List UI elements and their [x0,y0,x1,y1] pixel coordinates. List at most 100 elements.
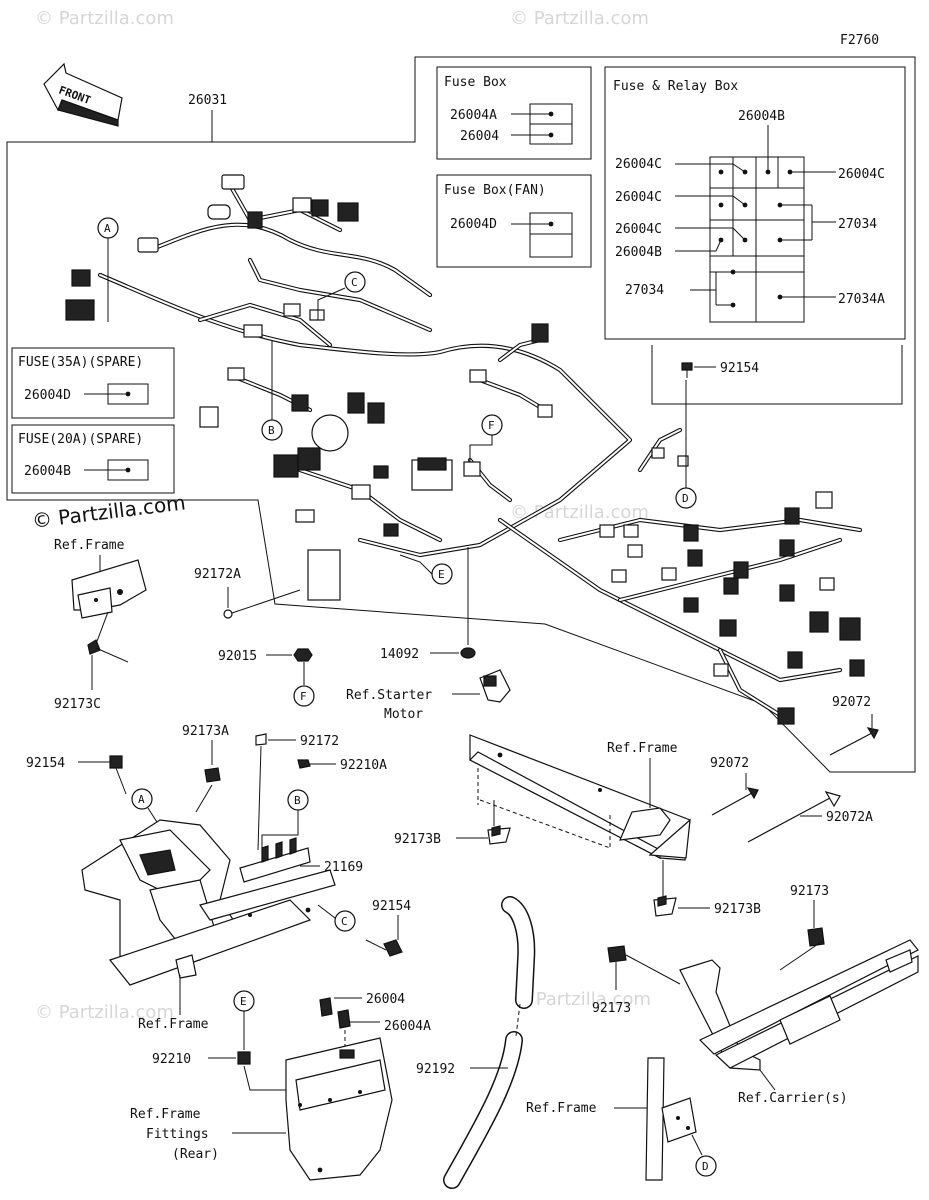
label-92072a: 92072A [826,810,873,825]
ref-frame-bracket-4: Ref.Frame D [526,1057,717,1181]
callout-a-top: A [97,217,119,322]
fr-left-label-1: 26004C [615,157,662,172]
label-92210: 92210 [152,1052,191,1067]
label-ref-frame-4: Ref.Frame [526,1101,597,1116]
hose-92192: 92192 [416,896,536,1189]
callout-b-frame: B [294,794,301,807]
watermark-bottom-left: © Partzilla.com [35,1002,174,1023]
label-26004: 26004 [366,992,405,1007]
label-92173a: 92173A [182,724,229,739]
sub-outline [651,345,903,405]
label-92192: 92192 [416,1062,455,1077]
fuse-box-part-2: 26004 [460,129,499,144]
label-92173-right: 92173 [790,884,829,899]
label-ref-frame-3: Ref.Frame [607,741,678,756]
spare-fuse-20a-panel: FUSE(20A)(SPARE) 26004B [11,424,175,494]
label-26004a: 26004A [384,1019,431,1034]
ref-frame-bracket-1: Ref.Frame 92173C [54,538,147,712]
svg-text:E: E [438,568,445,581]
starter-motor-ref: Ref.Starter Motor [346,669,511,722]
label-92154-mid: 92154 [372,899,411,914]
spare-fuse-35a-panel: FUSE(35A)(SPARE) 26004D [11,347,175,419]
fr-left-label-5: 27034 [625,283,664,298]
label-92172: 92172 [300,734,339,749]
svg-text:B: B [268,424,275,437]
label-92173b-right: 92173B [714,902,761,917]
label-ref-frame-2: Ref.Frame [138,1017,209,1032]
svg-text:C: C [351,276,358,289]
label-92173b-left: 92173B [394,832,441,847]
label-92015: 92015 [218,649,257,664]
fr-right-label-3: 27034A [838,292,885,307]
callout-e-top: E [399,554,453,585]
label-ref-frame-fittings-1: Ref.Frame [130,1107,201,1122]
callout-f-top: F [469,414,503,462]
label-92173c: 92173C [54,697,101,712]
svg-text:D: D [682,492,689,505]
label-ref-starter-motor: Motor [384,707,423,722]
figure-code: F2760 [840,33,879,48]
label-92154-top: 92154 [720,361,759,376]
label-ref-frame-fittings-3: (Rear) [172,1147,219,1162]
fr-left-label-3: 26004C [615,222,662,237]
callout-d-top: D [675,380,697,509]
callout-a-frame: A [138,793,145,806]
callout-d-frame: D [702,1160,709,1173]
spare-fuse-35a-part: 26004D [24,388,71,403]
spare-fuse-20a-part: 26004B [24,464,71,479]
fr-left-label-2: 26004C [615,190,662,205]
callout-f-nut: F [300,690,307,703]
svg-text:A: A [104,222,111,235]
watermark-dark: © Partzilla.com [31,490,187,533]
label-92210a: 92210A [340,758,387,773]
fuse-box-part-1: 26004A [450,108,497,123]
fr-right-label-1: 26004C [838,167,885,182]
svg-text:F: F [488,419,495,432]
fuse-relay-box-title: Fuse & Relay Box [613,79,738,94]
fuse-relay-box-panel: Fuse & Relay Box 26004B 26004C 26004C 26… [604,66,906,340]
label-ref-frame-1: Ref.Frame [54,538,125,553]
tie-92072a: 92072A [747,791,873,843]
ref-carrier-frame: 92173 92173 Ref.Carrier(s) [592,884,919,1106]
watermark-top-right: © Partzilla.com [510,8,649,29]
label-26031: 26031 [188,93,227,108]
callout-c-frame: C [341,915,348,928]
bolt-92154-top: 92154 [681,361,759,378]
frame-fittings-rear: E 92210 26004 26004A Ref.Frame Fittings … [130,990,431,1181]
front-arrow-icon: FRONT [43,62,123,127]
screw-92172a: 92172A [194,567,301,619]
fuse-box-fan-panel: Fuse Box(FAN) 26004D [436,174,592,268]
grommet-14092: 14092 [380,547,476,662]
label-21169: 21169 [324,860,363,875]
fuse-box-fan-title: Fuse Box(FAN) [444,183,546,198]
label-92072-middle: 92072 [710,756,749,771]
fuse-relay-top-label: 26004B [738,109,785,124]
tie-92072-right: 92072 [829,695,879,756]
spare-fuse-20a-title: FUSE(20A)(SPARE) [18,432,143,447]
watermark-center: © Partzilla.com [510,502,649,523]
label-ref-starter: Ref.Starter [346,688,432,703]
label-92072-right: 92072 [832,695,871,710]
fr-left-label-4: 26004B [615,245,662,260]
callout-c-top: C [317,271,366,320]
label-92173-left: 92173 [592,1001,631,1016]
watermark-top-left: © Partzilla.com [35,8,174,29]
tie-92072-middle: 92072 [710,756,759,816]
callout-b-top: B [261,340,283,441]
frame-assembly-lower-left: 92154 A Ref.Frame 92173A 92172 92210A B [26,724,411,1032]
harness-outline [6,56,916,773]
ref-frame-rail: Ref.Frame 92173B 92173B [394,734,761,917]
fuse-box-panel: Fuse Box 26004A 26004 [436,66,592,160]
label-ref-frame-fittings-2: Fittings [146,1127,209,1142]
wiring-harness [65,174,865,725]
fr-right-label-2: 27034 [838,217,877,232]
nut-92015: 92015 F [218,648,315,707]
fuse-box-title: Fuse Box [444,75,507,90]
label-14092: 14092 [380,647,419,662]
label-92172a: 92172A [194,567,241,582]
spare-fuse-35a-title: FUSE(35A)(SPARE) [18,355,143,370]
watermark-bottom-center: © Partzilla.com [512,989,651,1010]
label-ref-carrier: Ref.Carrier(s) [738,1091,848,1106]
